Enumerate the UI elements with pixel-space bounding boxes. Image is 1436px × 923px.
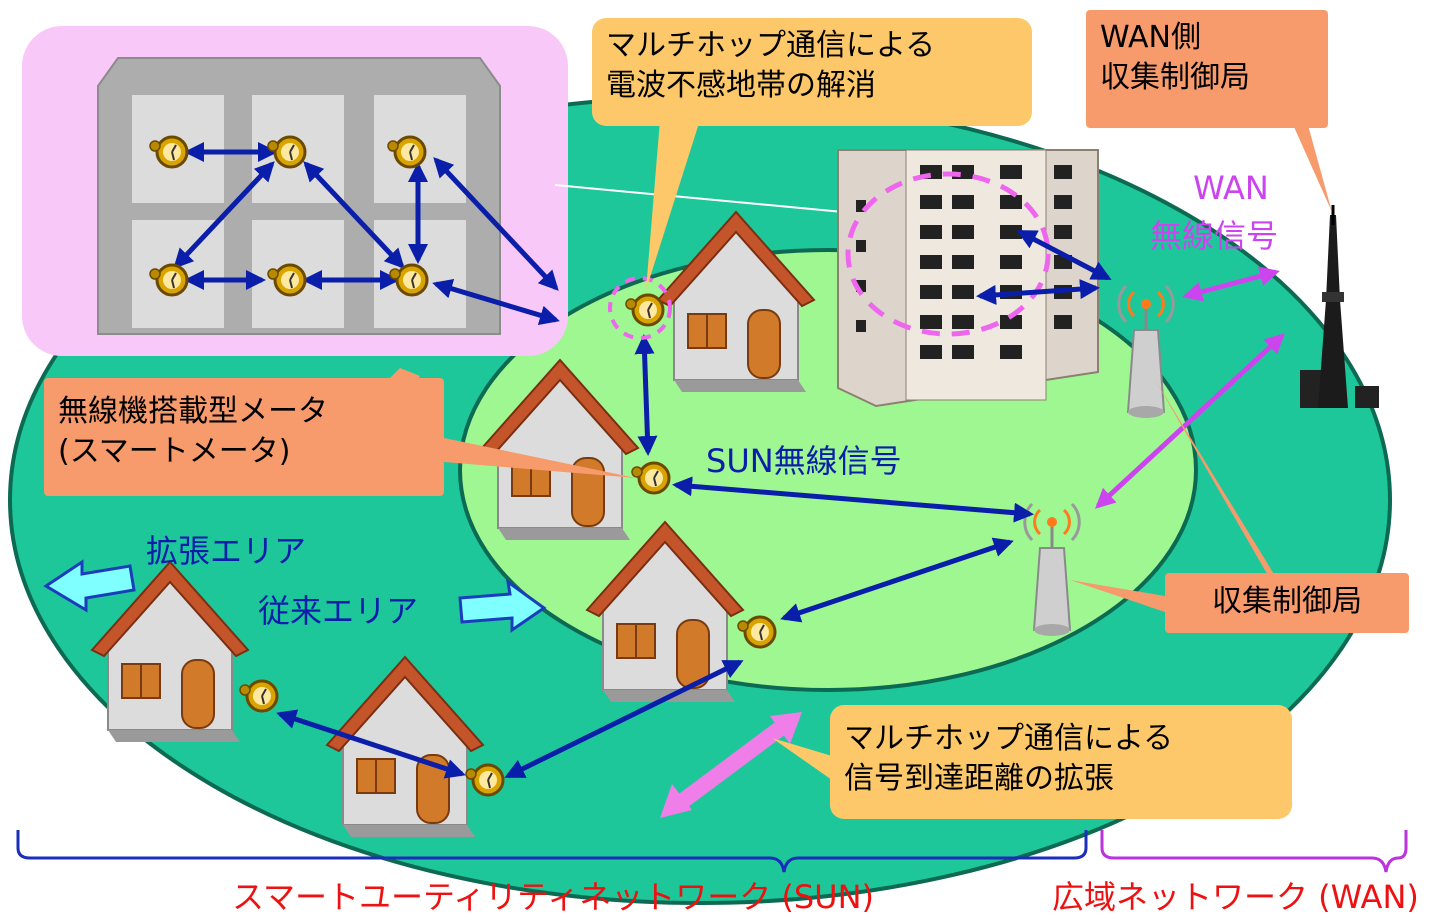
callout-wan-station: WAN側 収集制御局 (1086, 10, 1328, 128)
label-conventional-area: 従来エリア (258, 592, 419, 630)
pointer-collection-antenna (1070, 580, 1165, 612)
label-wan-signal-line1: WAN (1193, 169, 1269, 207)
footer-wan-label: 広域ネットワーク (WAN) (1052, 878, 1419, 916)
expanded-area-arrow (43, 559, 136, 613)
inset-links (173, 142, 560, 325)
callout-smart-meter-line1: 無線機搭載型メータ (58, 394, 328, 429)
pointer-meter-house (444, 438, 636, 478)
callout-collection-station: 収集制御局 (1165, 573, 1409, 633)
pointer-wan-station (1290, 118, 1332, 212)
conventional-area-arrow (458, 578, 547, 633)
callout-wan-station-line1: WAN側 (1100, 20, 1201, 55)
pointer-wan-antenna (1154, 378, 1280, 584)
apartment-building (837, 149, 1099, 408)
pointer-multihop-range (772, 738, 832, 780)
label-sun-signal: SUN無線信号 (706, 442, 902, 480)
wan-links (1095, 266, 1285, 509)
label-wan-signal: WAN 無線信号 (1150, 164, 1278, 260)
sun-links (276, 229, 1112, 779)
callout-multihop-range: マルチホップ通信による 信号到達距離の拡張 (830, 705, 1292, 819)
callout-multihop-deadzone-line2: 電波不感地帯の解消 (606, 68, 876, 103)
callout-multihop-range-line1: マルチホップ通信による (844, 721, 1174, 756)
callout-smart-meter-line2: (スマートメータ) (58, 434, 291, 469)
wan-brace (1100, 830, 1408, 873)
label-expanded-area: 拡張エリア (146, 532, 307, 570)
callout-multihop-range-line2: 信号到達距離の拡張 (844, 761, 1114, 796)
callout-collection-station-text: 収集制御局 (1212, 584, 1362, 619)
callout-multihop-deadzone: マルチホップ通信による 電波不感地帯の解消 (592, 18, 1032, 126)
meter-highlight-circle (608, 276, 672, 340)
wan-tower (1300, 205, 1379, 408)
multihop-range-arrow (660, 712, 802, 818)
callout-multihop-deadzone-line1: マルチホップ通信による (606, 28, 936, 63)
pointer-deadzone (646, 120, 700, 290)
sun-brace (16, 830, 1088, 873)
callout-smart-meter: 無線機搭載型メータ (スマートメータ) (44, 378, 444, 496)
footer-sun-label: スマートユーティリティネットワーク (SUN) (232, 878, 875, 916)
callout-wan-station-line2: 収集制御局 (1100, 60, 1250, 95)
label-wan-signal-line2: 無線信号 (1150, 217, 1279, 255)
